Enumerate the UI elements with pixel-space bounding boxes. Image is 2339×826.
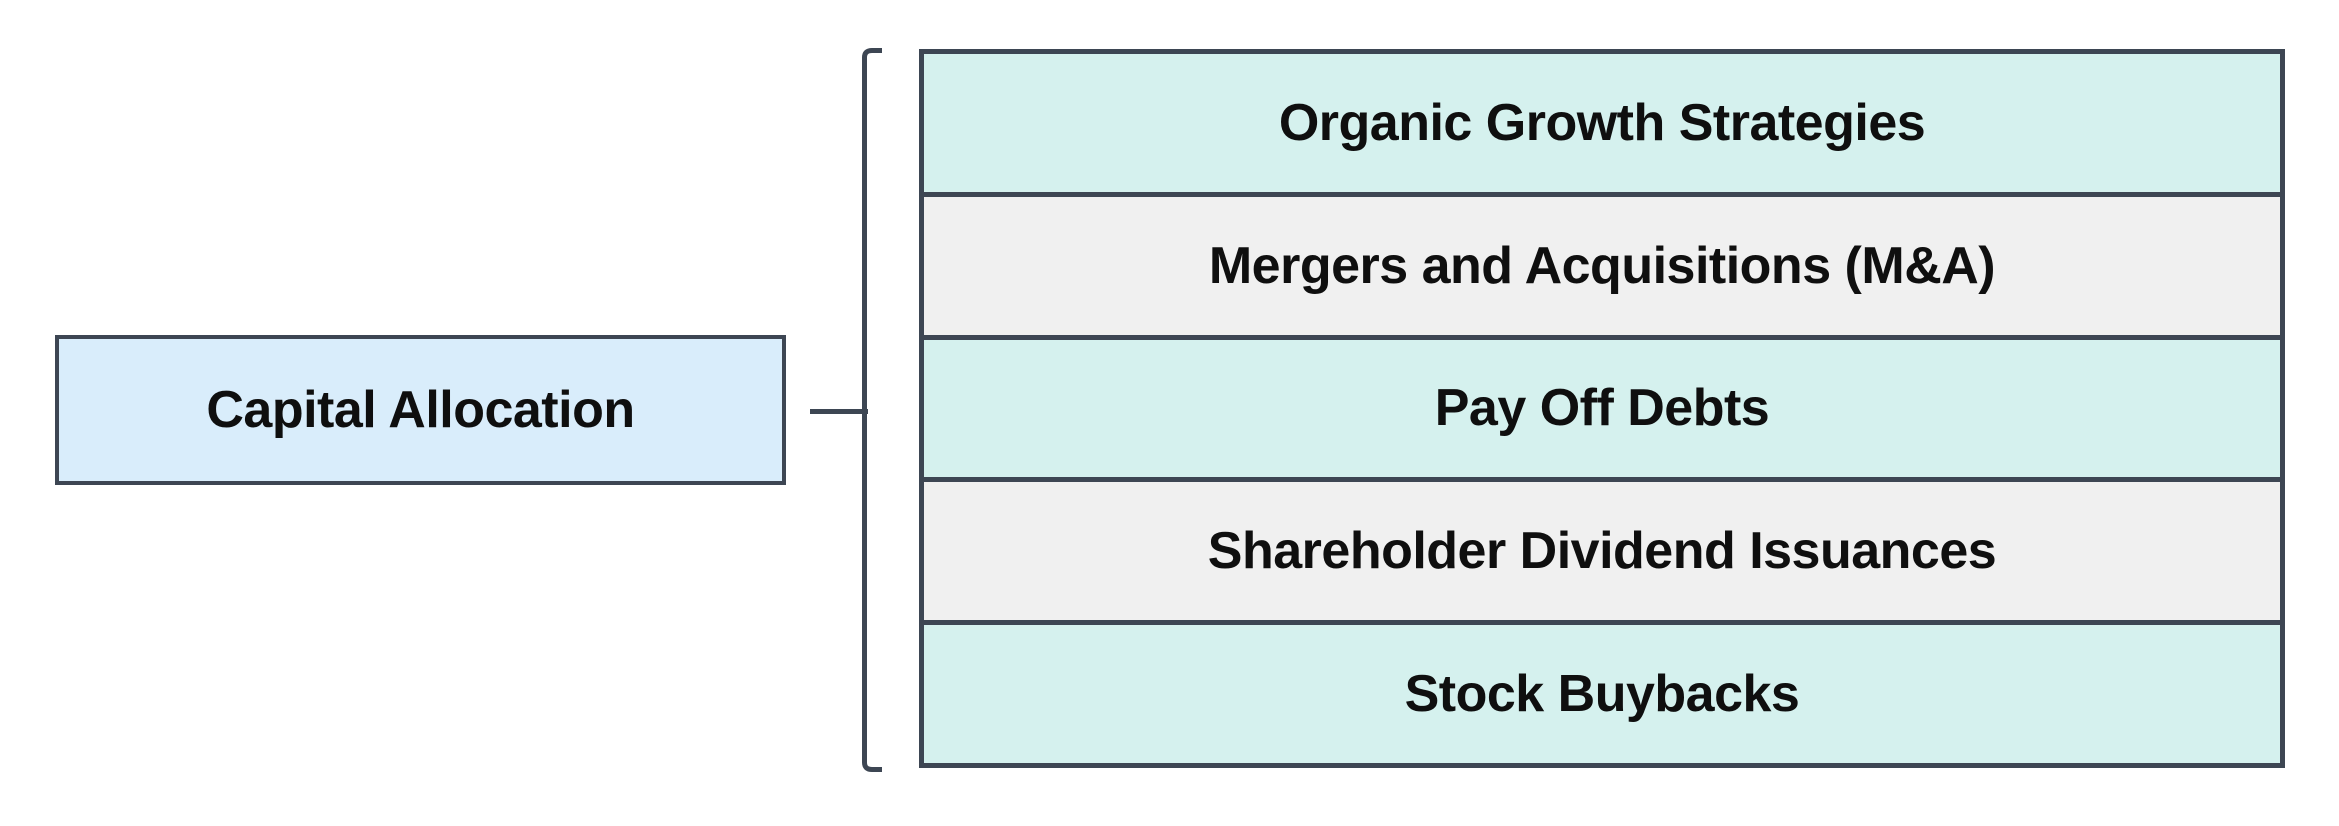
list-item-label: Stock Buybacks	[1404, 665, 1800, 724]
bracket	[862, 48, 882, 772]
list-item: Mergers and Acquisitions (M&A)	[924, 196, 2280, 335]
list-item: Organic Growth Strategies	[924, 54, 2280, 192]
list-item: Stock Buybacks	[924, 625, 2280, 763]
connector-line	[810, 409, 868, 414]
children-list: Organic Growth Strategies Mergers and Ac…	[919, 49, 2285, 768]
list-item-label: Shareholder Dividend Issuances	[1207, 522, 1997, 581]
list-item-label: Organic Growth Strategies	[1278, 93, 1926, 152]
list-item-label: Mergers and Acquisitions (M&A)	[1208, 236, 1996, 295]
bracket-path	[862, 48, 882, 772]
root-node-capital-allocation: Capital Allocation	[55, 335, 786, 485]
list-item: Shareholder Dividend Issuances	[924, 482, 2280, 621]
root-node-label: Capital Allocation	[206, 381, 635, 439]
list-item-label: Pay Off Debts	[1434, 379, 1770, 438]
list-item: Pay Off Debts	[924, 339, 2280, 478]
